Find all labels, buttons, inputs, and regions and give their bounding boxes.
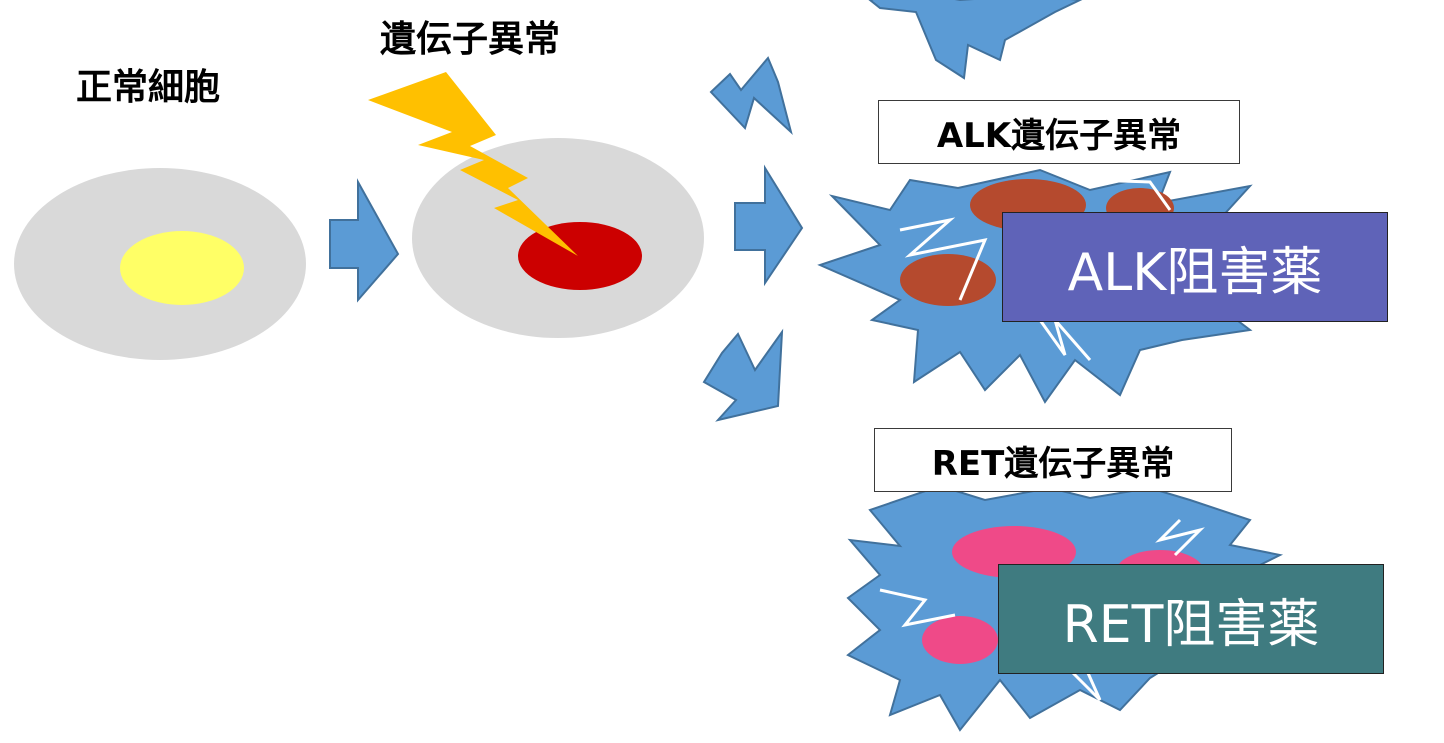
burst-crack [879,588,956,628]
normal-nucleus [120,231,244,305]
burst-crack [1155,518,1205,557]
alk-nucleus [900,254,996,306]
ret-mutation-label: RET遺伝子異常 [874,428,1232,492]
burst-crack [1089,178,1172,211]
gene-abnormality-label: 遺伝子異常 [380,19,561,60]
alk-mutation-label: ALK遺伝子異常 [878,100,1240,164]
normal-cell-label: 正常細胞 [76,67,221,108]
alk-inhibitor-box: ALK阻害薬 [1002,212,1388,322]
ret-nucleus [922,616,998,664]
right-arrow-icon [329,178,400,303]
right-arrow-down-icon [702,328,784,422]
burst-crack [899,217,988,301]
ret-inhibitor-box: RET阻害薬 [998,564,1384,674]
lightning-bolt-icon [368,72,578,256]
right-arrow-icon [734,164,804,287]
burst-crack [1038,319,1092,361]
burst-cell-top [868,0,1083,80]
right-arrow-up-icon [709,56,793,136]
